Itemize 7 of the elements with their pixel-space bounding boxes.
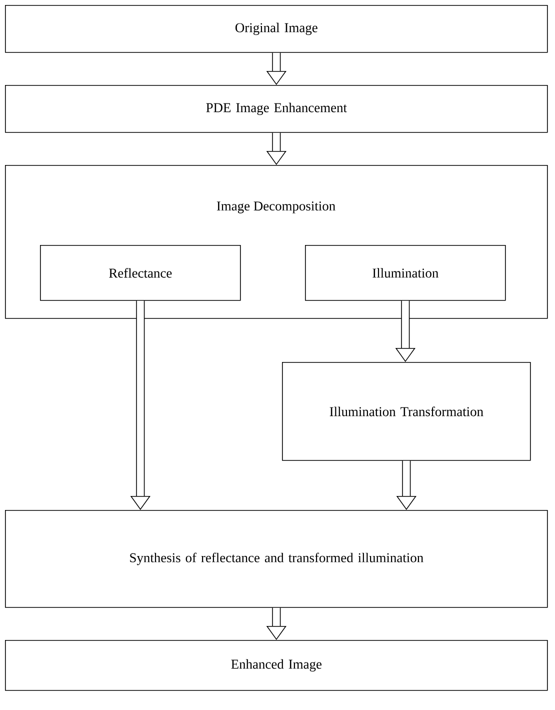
process-box: Illumination Transformation [282, 362, 531, 461]
process-box: Reflectance [40, 245, 241, 301]
process-box: Synthesis of reflectance and transformed illumination [5, 510, 548, 608]
process-box: Enhanced Image [5, 640, 548, 691]
process-box: Illumination [305, 245, 506, 301]
process-box: PDE Image Enhancement [5, 85, 548, 133]
process-box: Original Image [5, 5, 548, 53]
